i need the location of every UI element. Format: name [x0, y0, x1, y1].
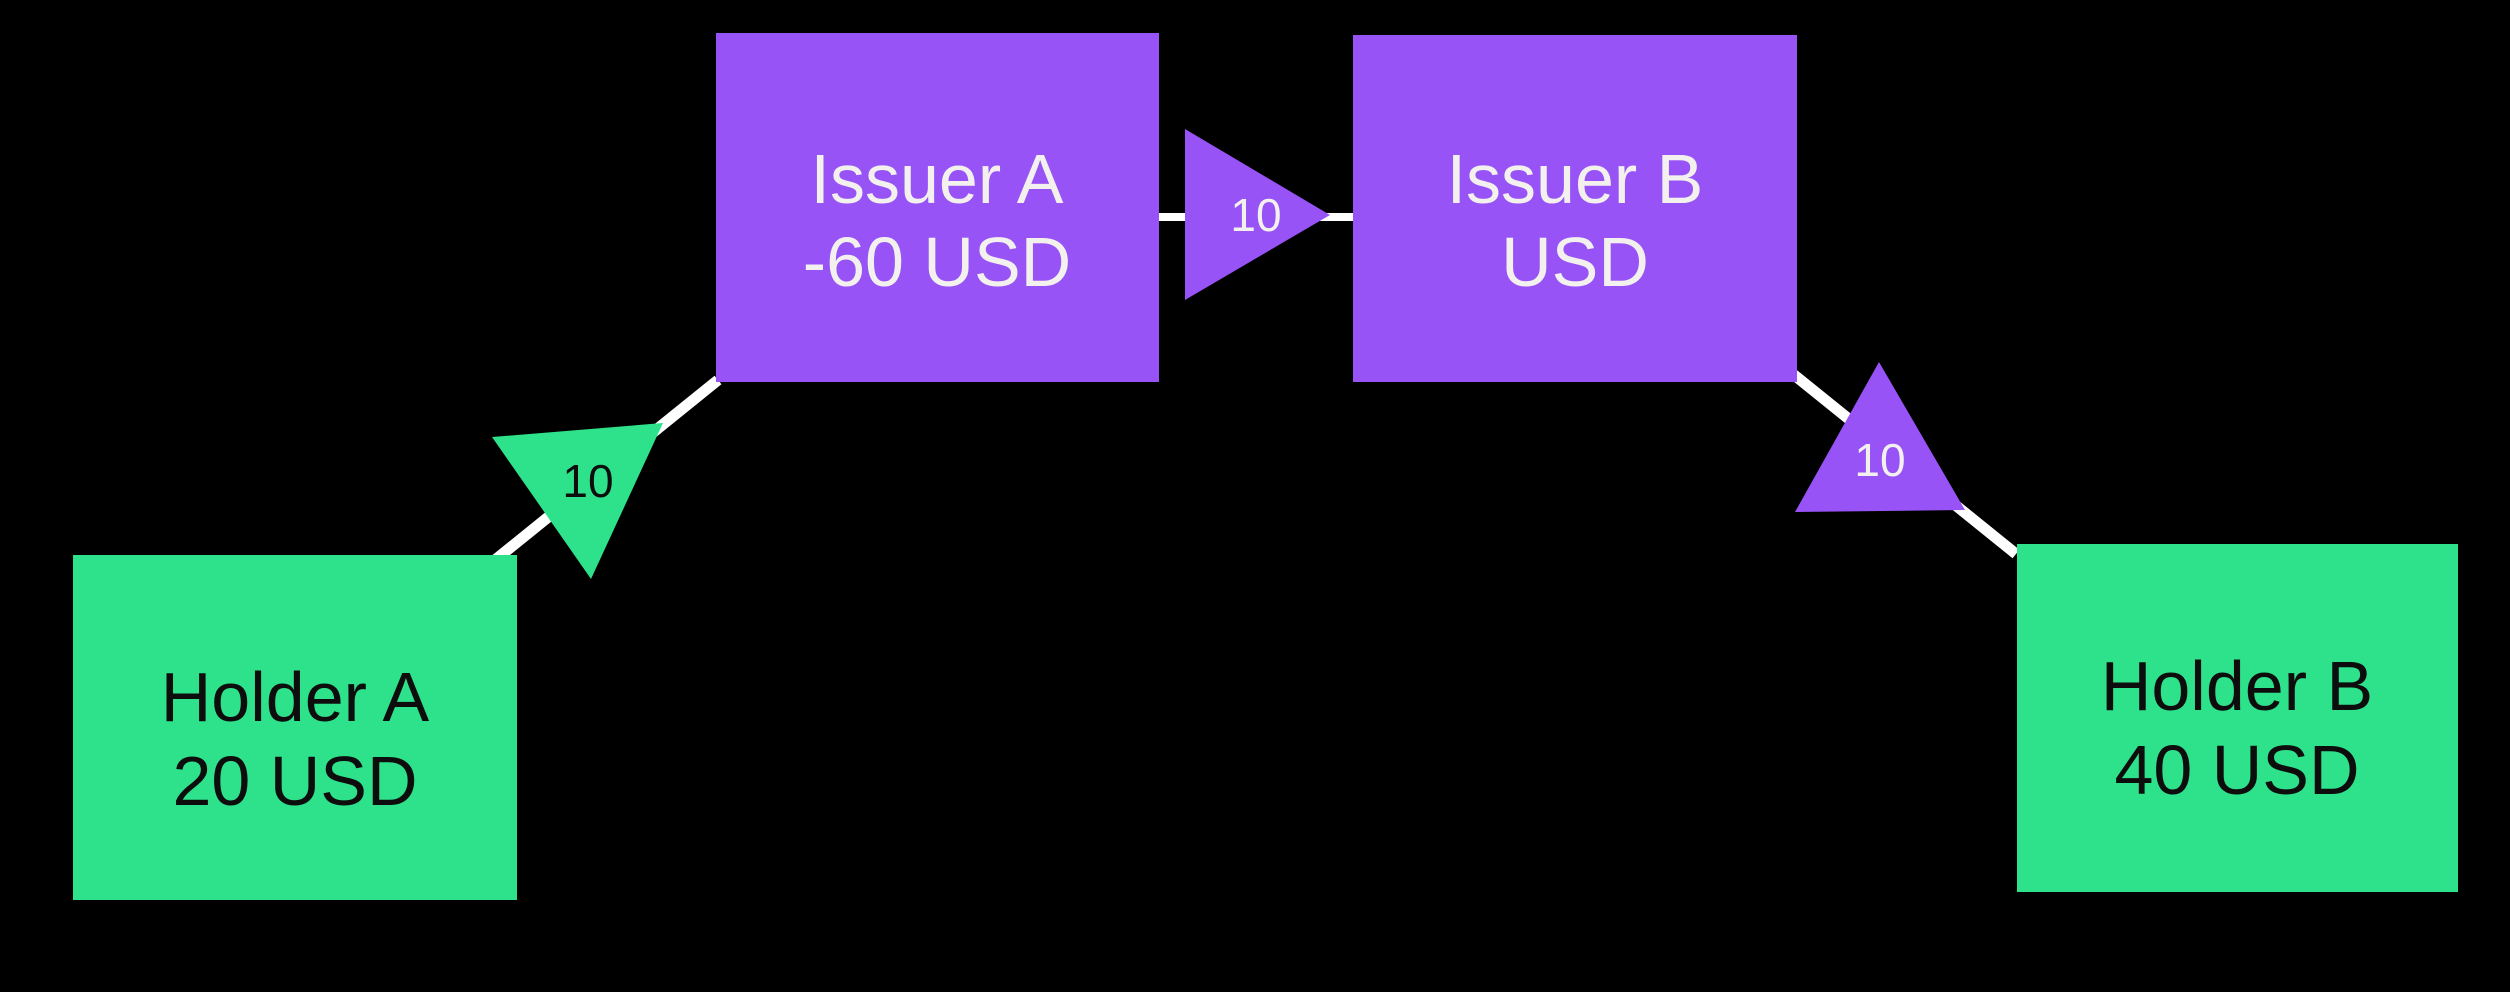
- node-issuer-a: Issuer A -60 USD: [716, 33, 1159, 382]
- issuer-a-title: Issuer A: [811, 140, 1064, 218]
- holder-a-box: [73, 555, 517, 900]
- arrowhead-triangle-icon: [1795, 362, 1965, 512]
- arrow-holder-a-issuer-a: 10: [492, 423, 663, 579]
- issuer-b-balance: USD: [1501, 223, 1649, 301]
- transfer-amount-label: 10: [1230, 189, 1281, 241]
- issuer-b-title: Issuer B: [1447, 140, 1704, 218]
- holder-b-balance: 40 USD: [2114, 731, 2359, 809]
- holder-b-title: Holder B: [2101, 647, 2373, 725]
- holder-a-title: Holder A: [161, 658, 430, 736]
- holder-a-balance: 20 USD: [172, 742, 417, 820]
- node-holder-b: Holder B 40 USD: [2017, 544, 2458, 892]
- node-holder-a: Holder A 20 USD: [73, 555, 517, 900]
- node-issuer-b: Issuer B USD: [1353, 35, 1797, 382]
- arrowhead-triangle-icon: [492, 423, 663, 579]
- transfer-amount-label: 10: [562, 455, 613, 507]
- arrow-issuer-b-holder-b: 10: [1795, 362, 1965, 512]
- arrow-issuer-a-issuer-b: 10: [1185, 129, 1330, 300]
- issuer-a-box: [716, 33, 1159, 382]
- arrowhead-triangle-icon: [1185, 129, 1330, 300]
- holder-b-box: [2017, 544, 2458, 892]
- transfer-amount-label: 10: [1854, 434, 1905, 486]
- issuer-a-balance: -60 USD: [803, 223, 1071, 301]
- issuer-b-box: [1353, 35, 1797, 382]
